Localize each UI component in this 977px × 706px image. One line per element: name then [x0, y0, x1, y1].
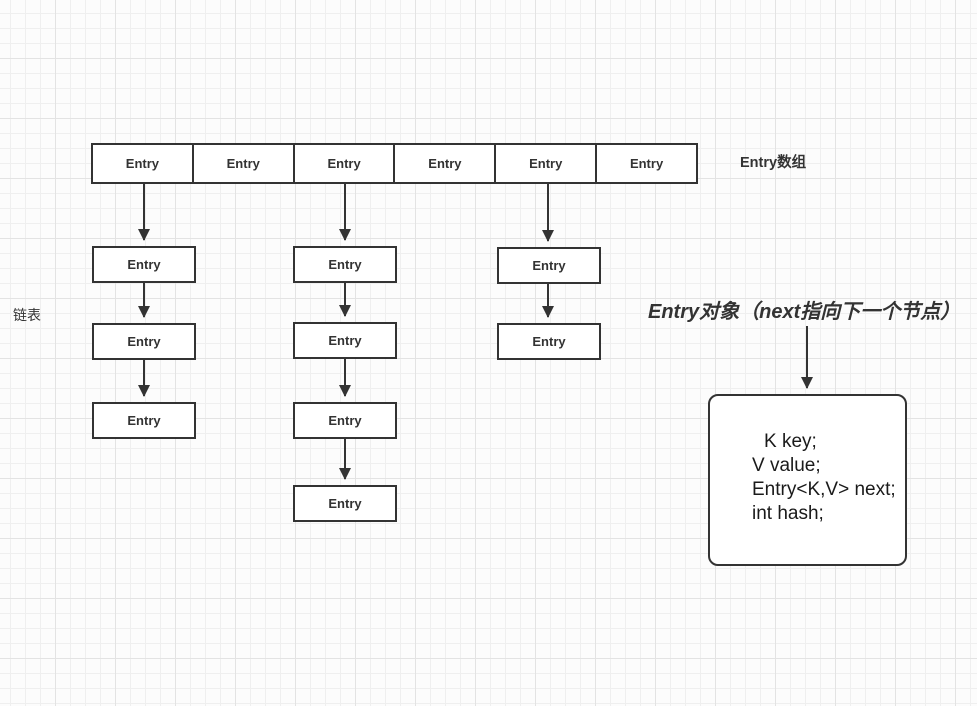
field-key: K key;: [764, 431, 817, 452]
entry-object-title: Entry对象（next指向下一个节点）: [648, 301, 961, 323]
chain3-node-4: Entry: [293, 485, 397, 522]
array-cell-0: Entry: [125, 156, 160, 171]
field-next: Entry<K,V> next;: [752, 479, 896, 500]
chain5-node-1: Entry: [497, 247, 601, 284]
entry-array-label: Entry数组: [740, 155, 807, 171]
linked-list-label: 链表: [13, 307, 41, 323]
array-cell-1: Entry: [191, 145, 293, 182]
chain3-node-2: Entry: [293, 322, 397, 359]
array-cell-3: Entry: [393, 145, 494, 182]
field-value: V value;: [752, 455, 821, 476]
chain5-node-2: Entry: [497, 323, 601, 360]
chain1-node-1: Entry: [92, 246, 196, 283]
array-cell-4: Entry: [494, 145, 595, 182]
chain1-node-2: Entry: [92, 323, 196, 360]
entry-array: Entry Entry Entry Entry Entry Entry: [91, 143, 698, 184]
array-cell-2: Entry: [292, 145, 394, 182]
array-cell-5: Entry: [595, 145, 696, 182]
chain1-node-3: Entry: [92, 402, 196, 439]
field-hash: int hash;: [752, 503, 824, 524]
chain3-node-1: Entry: [293, 246, 397, 283]
entry-object-box: K key; V value; Entry<K,V> next; int has…: [708, 394, 907, 566]
chain3-node-3: Entry: [293, 402, 397, 439]
